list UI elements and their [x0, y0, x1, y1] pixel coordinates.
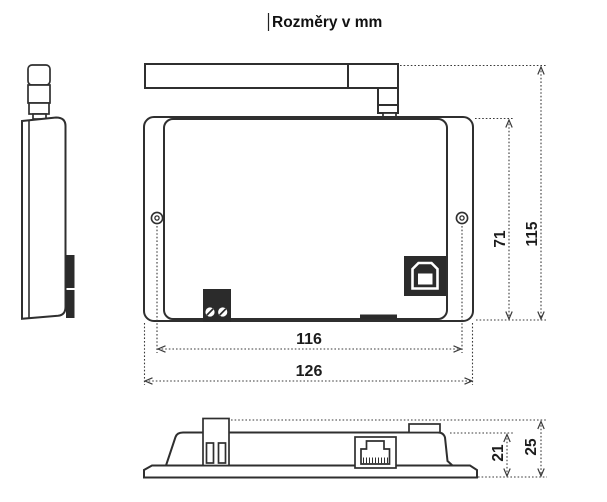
terminal-pin-right [217, 442, 227, 464]
device-inner-body-front [163, 118, 448, 320]
antenna-hinge-upper [377, 87, 399, 106]
side-view [21, 64, 75, 320]
dim-label-71: 71 [492, 230, 509, 248]
device-body-side [21, 116, 67, 320]
dim-label-25: 25 [523, 438, 540, 456]
antenna-tip-side [27, 64, 51, 86]
front-view [143, 63, 474, 322]
base-plate-bottom [143, 464, 478, 479]
rj45-slot-front [360, 314, 397, 320]
terminal-block-front [203, 289, 231, 322]
antenna-front [144, 63, 399, 89]
dim-label-21: 21 [490, 444, 507, 462]
dim-label-116: 116 [296, 331, 322, 348]
terminal-screw-left [205, 307, 215, 317]
terminal-block-bottom [202, 417, 230, 467]
drawing-title: Rozměry v mm [272, 14, 382, 31]
antenna-hinge-lower [377, 104, 399, 114]
usb-b-port-icon [404, 256, 446, 296]
rj45-pins [363, 457, 388, 464]
mounting-screw-left [150, 211, 164, 225]
terminal-screw-right [218, 307, 228, 317]
rj45-port-bottom [354, 436, 397, 469]
dim-label-115: 115 [524, 221, 541, 246]
bottom-view [143, 417, 478, 479]
antenna-base-side [28, 102, 50, 115]
side-connector-upper [66, 255, 75, 288]
mounting-screw-right [455, 211, 469, 225]
usb-bump-bottom [408, 423, 441, 434]
terminal-pin-left [205, 442, 215, 464]
antenna-segment-side [27, 84, 51, 104]
side-connector-lower [66, 290, 75, 318]
dim-label-126: 126 [296, 363, 323, 380]
dimension-annotations: 116 126 71 115 21 25 [145, 64, 547, 478]
